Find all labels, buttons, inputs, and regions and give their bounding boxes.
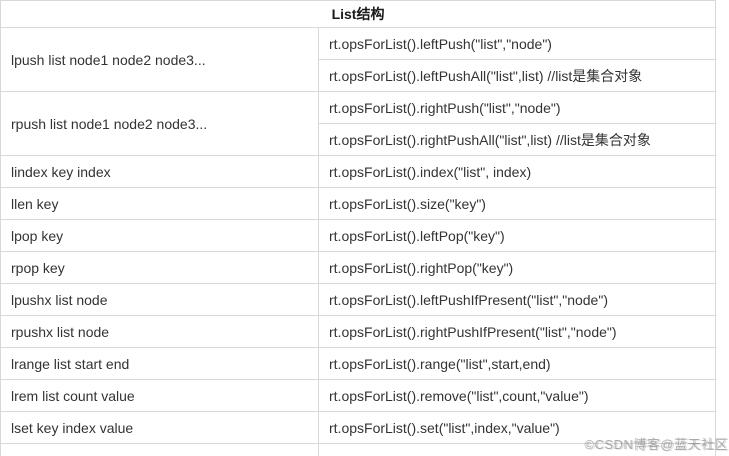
- command-cell: lpushx list node: [0, 283, 319, 316]
- command-cell: llen key: [0, 187, 319, 220]
- code-cell: rt.opsForList().remove("list",count,"val…: [317, 379, 717, 412]
- table-row: lpush list node1 node2 node3... rt.opsFo…: [0, 27, 717, 92]
- command-cell: rpushx list node: [0, 315, 319, 348]
- code-cell: rt.opsForList().range("list",start,end): [317, 347, 717, 380]
- command-cell: lset key index value: [0, 411, 319, 444]
- table-row: lpop key rt.opsForList().leftPop("key"): [0, 219, 717, 252]
- table-row: rt.opsForList().leftPushAll("list",list)…: [1, 59, 717, 92]
- code-cell: rt.opsForList().leftPushAll("list",list)…: [317, 59, 717, 92]
- code-cell: rt.opsForList().rightPush("list","node"): [317, 91, 717, 124]
- command-cell: rpop key: [0, 251, 319, 284]
- table-header-row: List结构: [0, 0, 717, 28]
- command-cell: lpop key: [0, 219, 319, 252]
- table-row: lpushx list node rt.opsForList().leftPus…: [0, 283, 717, 316]
- command-cell: rpush list node1 node2 node3...: [0, 91, 319, 156]
- code-cell: rt.opsForList().set("list",index,"value"…: [317, 411, 717, 444]
- code-cell: rt.opsForList().rightPop("key"): [317, 251, 717, 284]
- table-row: lset key index value rt.opsForList().set…: [0, 411, 717, 444]
- table-row: lrem list count value rt.opsForList().re…: [0, 379, 717, 412]
- code-cell: rt.opsForList().rightPushIfPresent("list…: [317, 315, 717, 348]
- code-cell: rt.opsForList().leftPop("key"): [317, 219, 717, 252]
- code-cell: rt.opsForList().size("key"): [317, 187, 717, 220]
- table-row-clipped: [0, 443, 717, 456]
- command-cell: lrem list count value: [0, 379, 319, 412]
- table-row: lindex key index rt.opsForList().index("…: [0, 155, 717, 188]
- table-row: lrange list start end rt.opsForList().ra…: [0, 347, 717, 380]
- table-row: rpop key rt.opsForList().rightPop("key"): [0, 251, 717, 284]
- code-cell: rt.opsForList().leftPushIfPresent("list"…: [317, 283, 717, 316]
- table-row: rt.opsForList().rightPushAll("list",list…: [1, 123, 717, 156]
- table-row: rpush list node1 node2 node3... rt.opsFo…: [0, 91, 717, 156]
- code-cell: rt.opsForList().leftPush("list","node"): [317, 27, 717, 60]
- code-cell: rt.opsForList().rightPushAll("list",list…: [317, 123, 717, 156]
- command-cell: lrange list start end: [0, 347, 319, 380]
- table-title: List结构: [0, 0, 717, 28]
- command-cell: [0, 443, 319, 456]
- command-cell: lpush list node1 node2 node3...: [0, 27, 319, 92]
- table-row: llen key rt.opsForList().size("key"): [0, 187, 717, 220]
- code-cell: [317, 443, 717, 456]
- table-row: rpushx list node rt.opsForList().rightPu…: [0, 315, 717, 348]
- command-cell: lindex key index: [0, 155, 319, 188]
- code-cell: rt.opsForList().index("list", index): [317, 155, 717, 188]
